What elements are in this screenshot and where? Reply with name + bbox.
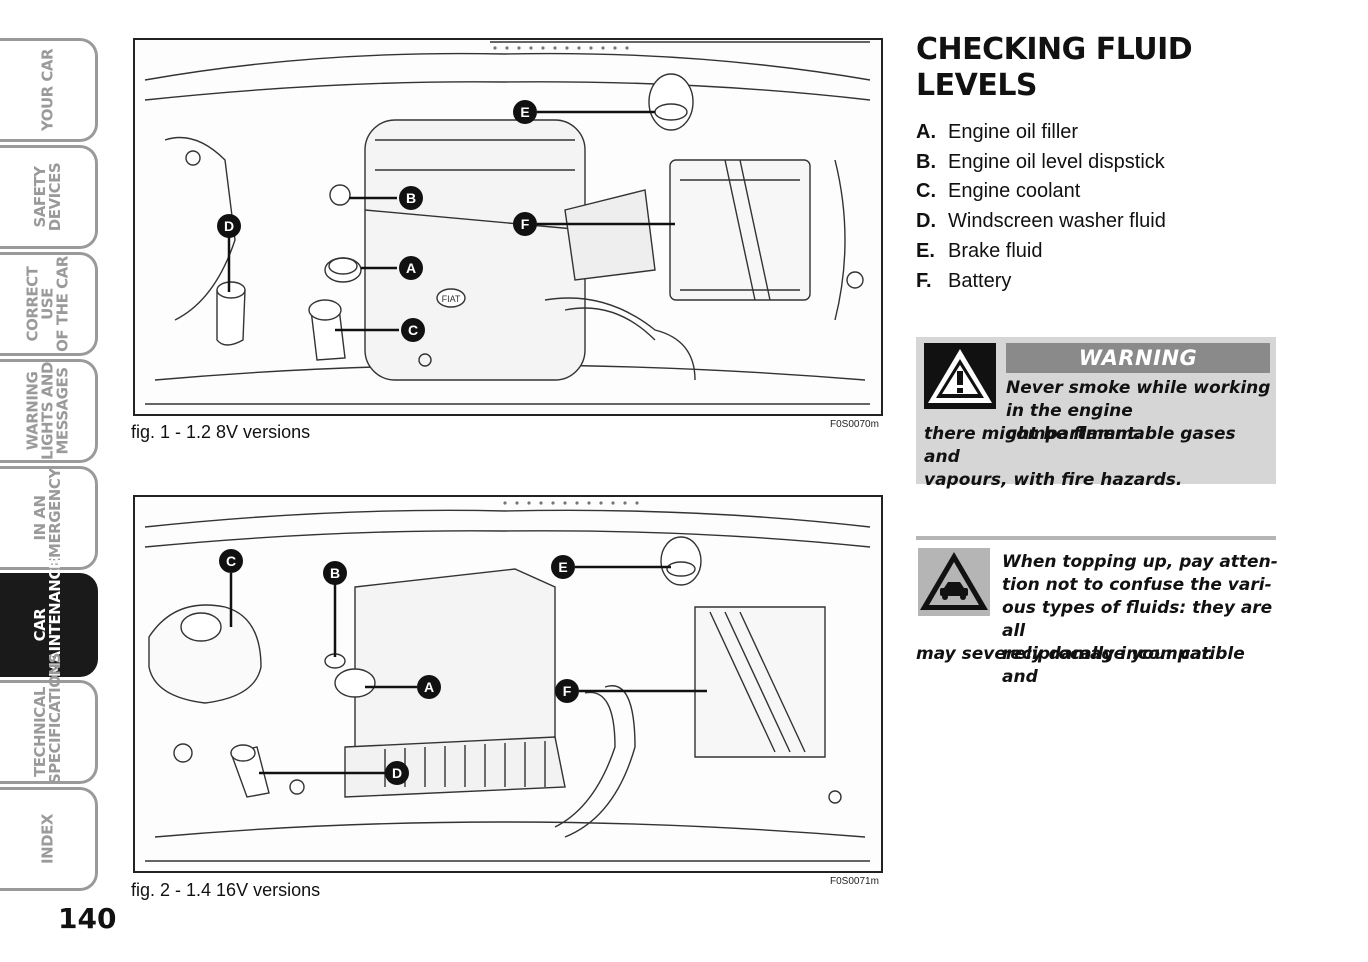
legend-item: F. Battery (916, 267, 1166, 297)
legend-key: A. (916, 121, 936, 143)
tab-label: SAFETY DEVICES (30, 162, 64, 232)
tab-emergency[interactable]: IN AN EMERGENCY (0, 466, 98, 570)
legend-text: Brake fluid (948, 239, 1043, 262)
figure-1-caption: fig. 1 - 1.2 8V versions (131, 422, 311, 442)
tab-safety-devices[interactable]: SAFETY DEVICES (0, 145, 98, 249)
section-title: CHECKING FLUID LEVELS (916, 32, 1193, 103)
marker-a: A (417, 675, 441, 699)
tab-label: WARNING LIGHTS AND MESSAGES (23, 362, 71, 460)
note-divider (916, 536, 1276, 540)
note-text: When topping up, pay atten- tion not to … (1002, 552, 1278, 687)
legend-key: E. (916, 239, 935, 262)
svg-text:F: F (563, 683, 572, 699)
tab-label: IN AN EMERGENCY (30, 468, 64, 568)
legend-text: Engine oil filler (948, 121, 1079, 143)
svg-text:D: D (224, 218, 234, 234)
warning-box: WARNING Never smoke while working in the… (916, 337, 1276, 490)
engine-figure-1: FIAT A B C D E F (133, 38, 883, 416)
warning-triangle-icon (924, 343, 996, 409)
legend-text: Engine coolant (948, 180, 1081, 203)
svg-text:C: C (226, 553, 236, 569)
warning-text: Never smoke while working in the engine … (1006, 378, 1271, 444)
environment-car-icon (918, 548, 990, 616)
tab-label: YOUR CAR (38, 48, 56, 132)
legend-text: Windscreen washer fluid (948, 210, 1166, 233)
figure-1-code: F0S0070m (830, 419, 879, 430)
tab-car-maintenance[interactable]: CAR MAINTENANCE (0, 559, 98, 677)
tab-warning-lights[interactable]: WARNING LIGHTS AND MESSAGES (0, 359, 98, 463)
marker-b: B (399, 186, 423, 210)
tab-label: CORRECT USE OF THE CAR (23, 256, 71, 352)
warning-heading: WARNING (1006, 343, 1270, 373)
markers-fig1: A B C D E F (217, 100, 537, 342)
marker-e: E (551, 555, 575, 579)
marker-f: F (555, 679, 579, 703)
svg-text:E: E (520, 104, 529, 120)
legend-text: Engine oil level dispstick (948, 150, 1165, 173)
marker-d: D (217, 214, 241, 238)
legend-item: C. Engine coolant (916, 177, 1166, 207)
marker-b: B (323, 561, 347, 585)
legend-text: Battery (948, 269, 1012, 292)
engine-drawing-2: A B C D E F (144, 501, 871, 862)
svg-text:E: E (558, 559, 567, 575)
svg-text:C: C (408, 322, 418, 338)
legend-key: F. (916, 269, 932, 292)
svg-text:A: A (406, 260, 416, 276)
legend-item: E. Brake fluid (916, 237, 1166, 267)
legend-item: D. Windscreen washer fluid (916, 207, 1166, 237)
tab-label: TECHNICAL SPECIFICATIONS (30, 653, 64, 784)
marker-a: A (399, 256, 423, 280)
svg-text:A: A (424, 679, 434, 695)
marker-f: F (513, 212, 537, 236)
svg-text:B: B (406, 190, 416, 206)
svg-text:D: D (392, 765, 402, 781)
figure-2-code: F0S0071m (830, 876, 879, 887)
legend-key: C. (916, 180, 936, 203)
tab-label: INDEX (38, 814, 56, 864)
tab-technical-specifications[interactable]: TECHNICAL SPECIFICATIONS (0, 653, 98, 784)
figure-2-caption: fig. 2 - 1.4 16V versions (131, 880, 321, 900)
warning-text-continued: there might be flammable gases and vapou… (924, 424, 1236, 490)
markers-fig2: A B C D E F (219, 549, 579, 785)
legend-key: B. (916, 150, 936, 173)
legend-list: A. Engine oil filler B. Engine oil level d… (916, 118, 1166, 296)
svg-text:F: F (521, 216, 530, 232)
legend-item: B. Engine oil level dispstick (916, 148, 1166, 178)
legend-key: D. (916, 210, 936, 233)
marker-c: C (219, 549, 243, 573)
brand-badge: FIAT (442, 294, 461, 304)
tab-correct-use[interactable]: CORRECT USE OF THE CAR (0, 252, 98, 356)
engine-figure-2: A B C D E F (133, 495, 883, 873)
marker-d: D (385, 761, 409, 785)
engine-drawing-1: FIAT A B C D E F (144, 41, 871, 405)
marker-e: E (513, 100, 537, 124)
page-number: 140 (58, 902, 117, 935)
svg-text:B: B (330, 565, 340, 581)
legend-item: A. Engine oil filler (916, 118, 1166, 148)
tab-index[interactable]: INDEX (0, 787, 98, 891)
note-text-continued: may severely damage your car. (916, 644, 1215, 664)
marker-c: C (401, 318, 425, 342)
tab-your-car[interactable]: YOUR CAR (0, 38, 98, 142)
